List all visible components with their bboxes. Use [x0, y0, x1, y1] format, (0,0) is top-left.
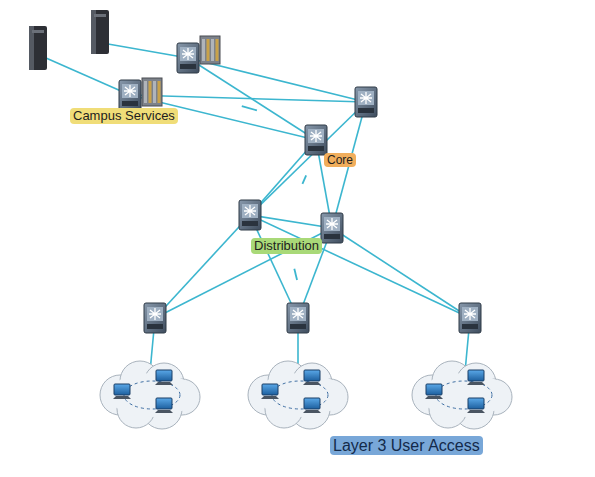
switch-icon — [239, 200, 261, 230]
pc-icon — [303, 370, 321, 385]
switch-icon — [144, 303, 166, 333]
layer-label: Core — [324, 153, 356, 167]
link-lines — [46, 44, 470, 372]
user-clouds — [100, 361, 512, 429]
server-tower — [91, 10, 109, 54]
pc-icon — [467, 398, 485, 413]
layer-label: Distribution — [251, 238, 322, 254]
user-cloud — [248, 361, 348, 429]
node-outline — [50, 280, 590, 470]
layer-ellipse: Campus Services — [8, 8, 256, 142]
switch-icon — [459, 303, 481, 333]
layer-link — [242, 106, 257, 110]
switch-icon — [321, 213, 343, 243]
pc-icon — [261, 384, 279, 399]
link-line — [332, 228, 470, 318]
link-line — [188, 58, 366, 102]
switch-icon — [355, 87, 377, 117]
link-line — [108, 44, 188, 58]
layer-label: Campus Services — [70, 108, 178, 124]
blade-server — [200, 36, 220, 64]
switch-icon — [119, 80, 141, 110]
link-line — [46, 58, 130, 95]
pc-icon — [303, 398, 321, 413]
switch-icon — [287, 303, 309, 333]
pc-icon — [155, 370, 173, 385]
node-outline — [193, 183, 375, 269]
layer-ellipse: Distribution — [193, 183, 375, 269]
blade-server — [142, 78, 162, 106]
layer-link — [294, 269, 297, 280]
switch-icon — [305, 125, 327, 155]
user-cloud — [100, 361, 200, 429]
link-line — [130, 95, 366, 102]
servers — [29, 10, 220, 106]
pc-icon — [155, 398, 173, 413]
link-line — [250, 102, 366, 215]
pc-icon — [425, 384, 443, 399]
server-tower — [29, 26, 47, 70]
switches — [119, 43, 481, 333]
layer-link — [302, 175, 306, 184]
layer-label: Layer 3 User Access — [330, 436, 483, 455]
link-line — [250, 215, 470, 318]
switch-icon — [177, 43, 199, 73]
pc-icon — [113, 384, 131, 399]
layer-ellipse: Core — [250, 83, 402, 177]
pc-icon — [467, 370, 485, 385]
user-cloud — [412, 361, 512, 429]
link-line — [155, 215, 250, 318]
access-layer-panel: Layer 3 User Access — [50, 280, 590, 470]
